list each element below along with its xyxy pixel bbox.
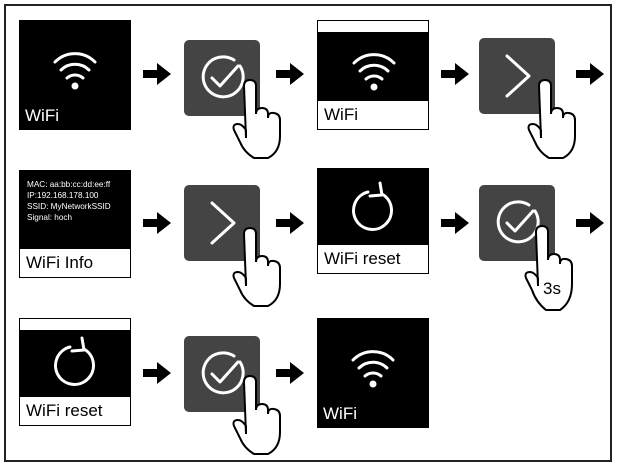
selection-bar-bottom: WiFi Info bbox=[20, 248, 130, 277]
arrow-right-icon bbox=[276, 212, 304, 234]
screen-label: WiFi reset bbox=[26, 401, 103, 420]
selection-bar-top bbox=[20, 319, 130, 331]
hold-duration-badge: 3s bbox=[543, 279, 561, 298]
arrow-right-icon bbox=[276, 63, 304, 85]
wifi-icon bbox=[352, 53, 396, 91]
chevron-right-icon bbox=[210, 201, 236, 245]
screen-label: WiFi bbox=[25, 106, 59, 125]
screen-wifi-1: WiFi bbox=[19, 20, 131, 130]
screen-wifi-reset-selected: WiFi reset bbox=[19, 318, 131, 426]
chevron-right-icon bbox=[505, 54, 531, 98]
selection-bar-top bbox=[318, 21, 428, 33]
arrow-right-icon bbox=[441, 212, 469, 234]
check-circle-icon bbox=[201, 351, 245, 395]
pointing-hand-icon bbox=[527, 78, 576, 159]
arrow-right-icon bbox=[143, 63, 171, 85]
screen-wifi-reset: WiFi reset bbox=[317, 168, 429, 274]
arrow-right-icon bbox=[441, 63, 469, 85]
selection-bar-bottom: WiFi reset bbox=[318, 244, 428, 273]
pointing-hand-icon bbox=[232, 78, 281, 159]
arrow-right-icon bbox=[143, 362, 171, 384]
check-circle-icon bbox=[201, 55, 245, 99]
info-mac: MAC: aa:bb:cc:dd:ee:ff bbox=[27, 180, 111, 189]
wifi-icon bbox=[53, 52, 97, 90]
screen-label: WiFi reset bbox=[324, 249, 401, 268]
pointing-hand-icon bbox=[232, 226, 281, 307]
confirm-button[interactable] bbox=[184, 336, 260, 412]
arrow-right-icon bbox=[576, 63, 604, 85]
info-signal: Signal: hoch bbox=[27, 213, 73, 222]
selection-bar-bottom: WiFi bbox=[318, 100, 428, 129]
screen-label: WiFi bbox=[324, 105, 358, 124]
screen-wifi-info: MAC: aa:bb:cc:dd:ee:ff IP:192.168.178.10… bbox=[19, 170, 131, 278]
info-text: MAC: aa:bb:cc:dd:ee:ff IP:192.168.178.10… bbox=[27, 179, 111, 223]
screen-wifi-final: WiFi bbox=[317, 318, 429, 428]
pointing-hand-icon bbox=[232, 374, 281, 455]
reset-icon bbox=[54, 336, 95, 386]
arrow-right-icon bbox=[576, 212, 604, 234]
pointing-hand-hold-icon: 3s bbox=[524, 224, 573, 311]
screen-label: WiFi Info bbox=[26, 253, 94, 272]
wifi-icon bbox=[351, 350, 395, 388]
selection-bar-bottom: WiFi reset bbox=[20, 396, 130, 425]
arrow-right-icon bbox=[143, 212, 171, 234]
screen-label: WiFi bbox=[323, 404, 357, 423]
screen-wifi-selected: WiFi bbox=[317, 20, 429, 130]
confirm-button[interactable] bbox=[479, 185, 555, 261]
reset-icon bbox=[352, 181, 393, 231]
info-ssid: SSID: MyNetworkSSID bbox=[27, 202, 111, 211]
arrow-right-icon bbox=[276, 362, 304, 384]
info-ip: IP:192.168.178.100 bbox=[27, 191, 99, 200]
